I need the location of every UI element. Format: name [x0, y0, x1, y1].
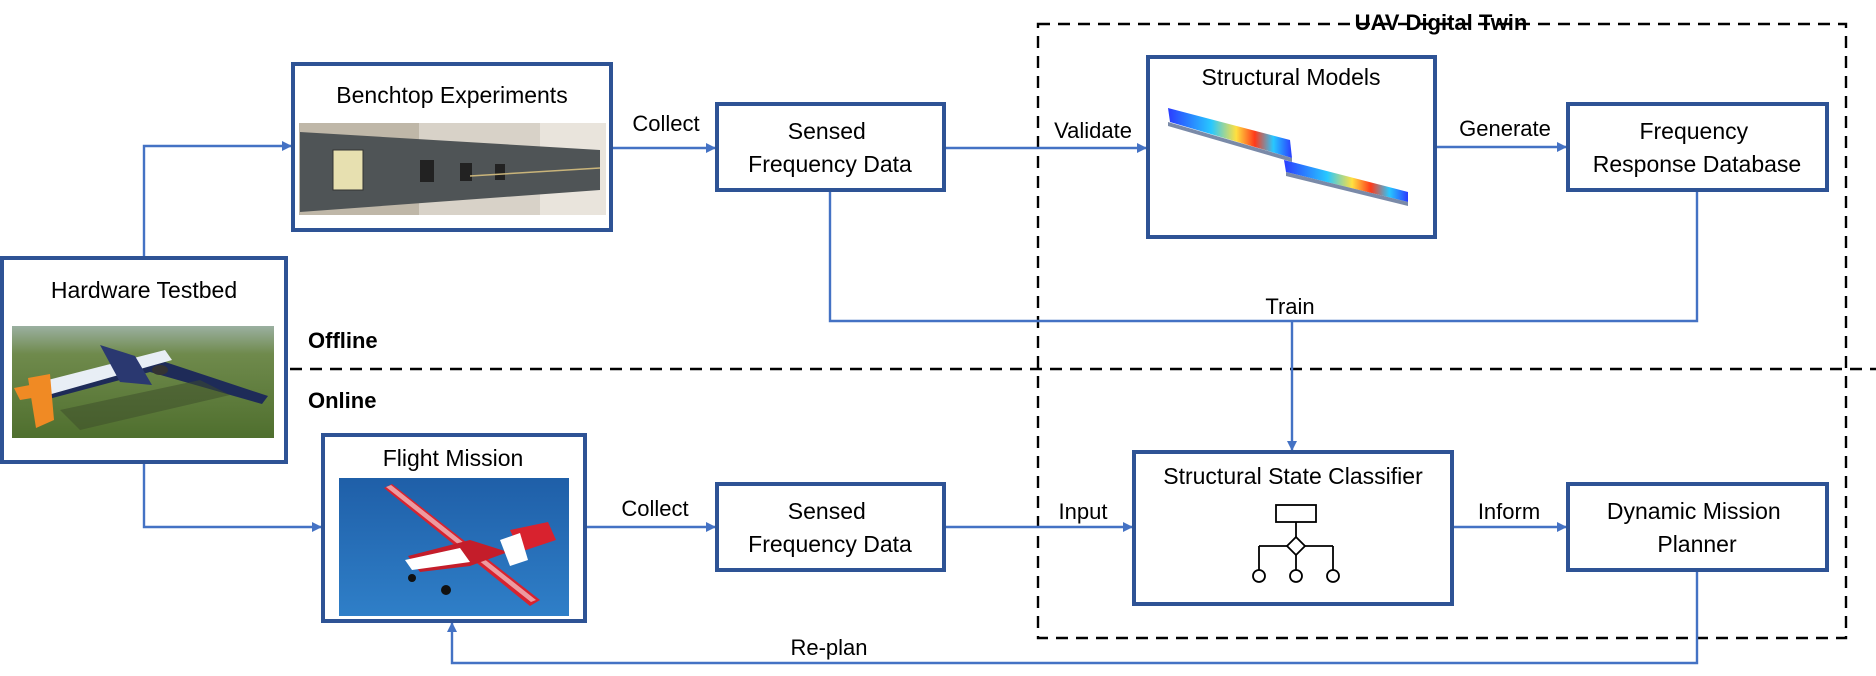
node-frequency-response-database: Frequency Response Database [1566, 102, 1829, 192]
edge-label-collect-top: Collect [632, 111, 699, 136]
edge-replan [447, 571, 1699, 665]
edge-testbed-to-flight [142, 463, 322, 532]
planner-line1: Dynamic Mission [1607, 498, 1781, 524]
rc-airplane-on-grass-photo [12, 326, 274, 438]
sensed-offline-line1: Sensed [788, 118, 866, 144]
node-structural-state-classifier: Structural State Classifier [1132, 450, 1454, 606]
node-benchtop-experiments: Benchtop Experiments [291, 62, 613, 232]
node-flight-mission: Flight Mission [321, 433, 587, 623]
frequency-db-line2: Response Database [1593, 151, 1801, 177]
node-sensed-frequency-data-online: Sensed Frequency Data [715, 482, 946, 572]
sensed-offline-line2: Frequency Data [748, 151, 912, 177]
planner-line2: Planner [1657, 531, 1737, 557]
edge-label-input: Input [1059, 499, 1108, 524]
rc-airplane-in-flight-photo [339, 478, 569, 616]
classifier-title: Structural State Classifier [1163, 463, 1423, 489]
node-sensed-frequency-data-offline: Sensed Frequency Data [715, 102, 946, 192]
svg-text:Sensed Frequency Data: Sensed Frequency Data [748, 118, 912, 177]
decision-tree-icon [1252, 504, 1340, 583]
frequency-db-line1: Frequency [1639, 118, 1748, 144]
node-structural-models: Structural Models [1146, 55, 1437, 239]
digital-twin-region [1036, 22, 1848, 640]
sensed-online-line1: Sensed [788, 498, 866, 524]
svg-text:Frequency Response Datab: Frequency Response Database [1593, 118, 1801, 177]
edge-label-validate: Validate [1054, 118, 1132, 143]
node-dynamic-mission-planner: Dynamic Mission Planner [1566, 482, 1829, 572]
edge-label-replan: Re-plan [790, 635, 867, 660]
digital-twin-title: UAV Digital Twin [1355, 10, 1528, 35]
edge-label-generate: Generate [1459, 116, 1551, 141]
edge-label-train: Train [1265, 294, 1314, 319]
svg-text:Dynamic Mission Planner: Dynamic Mission Planner [1607, 498, 1787, 557]
node-hardware-testbed: Hardware Testbed [0, 256, 288, 464]
edge-label-collect-bottom: Collect [621, 496, 688, 521]
edge-testbed-to-benchtop [142, 141, 292, 257]
wing-stress-contour-image [1168, 108, 1408, 206]
hardware-testbed-title: Hardware Testbed [51, 277, 237, 303]
edge-label-inform: Inform [1478, 499, 1540, 524]
wing-bench-test-photo [299, 123, 606, 215]
structural-models-title: Structural Models [1202, 64, 1381, 90]
svg-text:Sensed Frequency Data: Sensed Frequency Data [748, 498, 912, 557]
edge-train-left [828, 190, 1699, 323]
offline-label: Offline [308, 328, 378, 353]
online-label: Online [308, 388, 376, 413]
sensed-online-line2: Frequency Data [748, 531, 912, 557]
flight-mission-title: Flight Mission [383, 445, 524, 471]
benchtop-experiments-title: Benchtop Experiments [336, 82, 567, 108]
